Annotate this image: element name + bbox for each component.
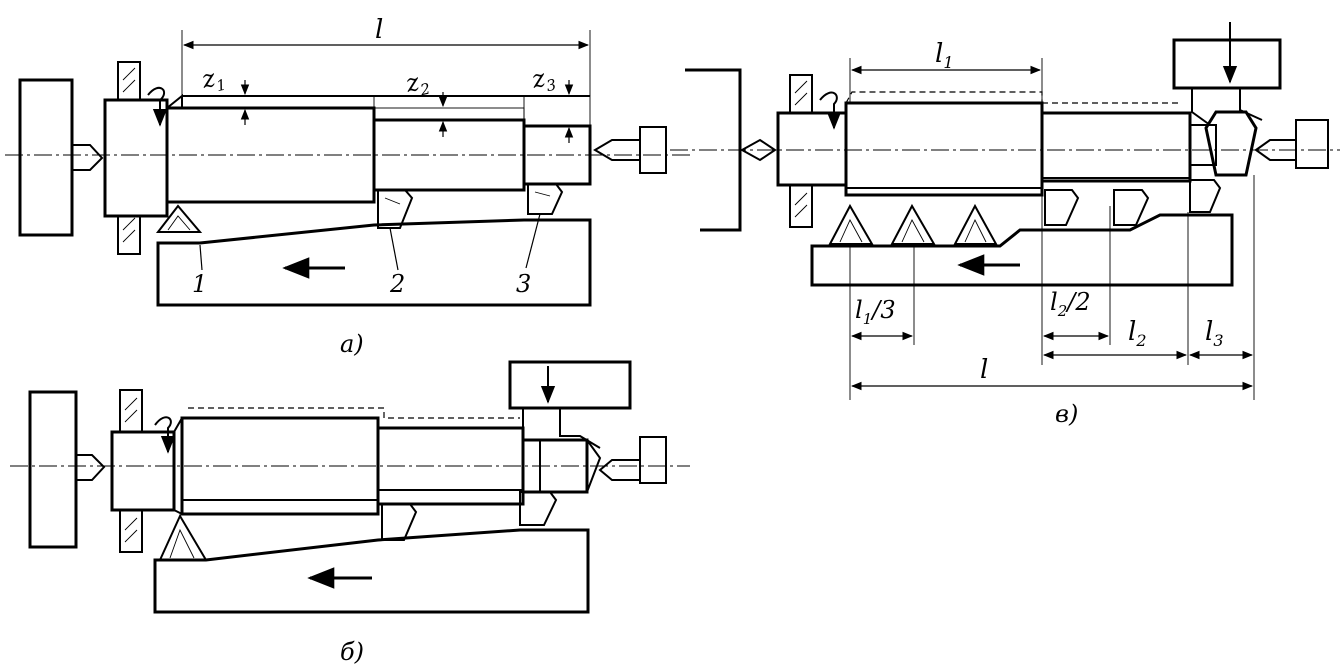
rotation-arrow xyxy=(147,86,168,127)
dimension-label-l1-third: l1/3 xyxy=(855,296,896,328)
dimension-label-l-total: l xyxy=(980,355,988,385)
driver-dog-bottom xyxy=(117,215,141,255)
allowance-3-hatch xyxy=(523,95,591,127)
panel-v: l1 l1/3 l2/2 l2 l3 l в) xyxy=(670,22,1340,428)
tailstock-block xyxy=(639,126,667,174)
workpiece-step-1-v xyxy=(844,101,1044,197)
right-center xyxy=(593,139,641,161)
dimension-label-l2: l2 xyxy=(1128,317,1147,350)
rotation-arrow-b xyxy=(154,416,176,454)
allowance-z1-label: z1 xyxy=(198,62,227,98)
caption-a: а) xyxy=(340,330,364,358)
tool-2 xyxy=(377,189,414,229)
tool-number-3: 3 xyxy=(516,270,531,298)
carriage xyxy=(156,218,592,307)
caption-b: б) xyxy=(340,638,364,666)
driving-chuck-b xyxy=(110,430,176,512)
workpiece-step-2-v xyxy=(1040,111,1192,183)
allowance-1-hatch xyxy=(181,95,375,109)
left-center xyxy=(71,144,104,171)
carriage-b xyxy=(153,528,590,614)
headstock-block-b xyxy=(28,390,78,549)
headstock-block xyxy=(18,78,74,237)
tool-number-1: 1 xyxy=(192,270,207,298)
driving-chuck xyxy=(103,98,169,218)
panel-b: б) xyxy=(10,360,690,666)
dimension-label-l2-half: l2/2 xyxy=(1050,288,1091,320)
tool-number-2: 2 xyxy=(389,270,405,298)
caption-v: в) xyxy=(1055,400,1078,428)
driver-dog-top xyxy=(117,61,141,101)
rotation-arrow-v xyxy=(819,91,842,130)
dimension-label-l-a: l xyxy=(375,15,383,45)
allowance-z3-label: z3 xyxy=(528,62,557,98)
dimension-label-l1: l1 xyxy=(935,39,954,72)
tool-3 xyxy=(527,183,564,215)
tool-1 xyxy=(155,204,203,233)
driving-chuck-v xyxy=(776,111,848,187)
allowance-2-hatch xyxy=(373,107,525,121)
carriage-v xyxy=(810,213,1234,287)
panel-a: 1 2 3 l z1 z2 z3 а) xyxy=(5,15,690,358)
dimension-label-l3: l3 xyxy=(1205,317,1224,350)
